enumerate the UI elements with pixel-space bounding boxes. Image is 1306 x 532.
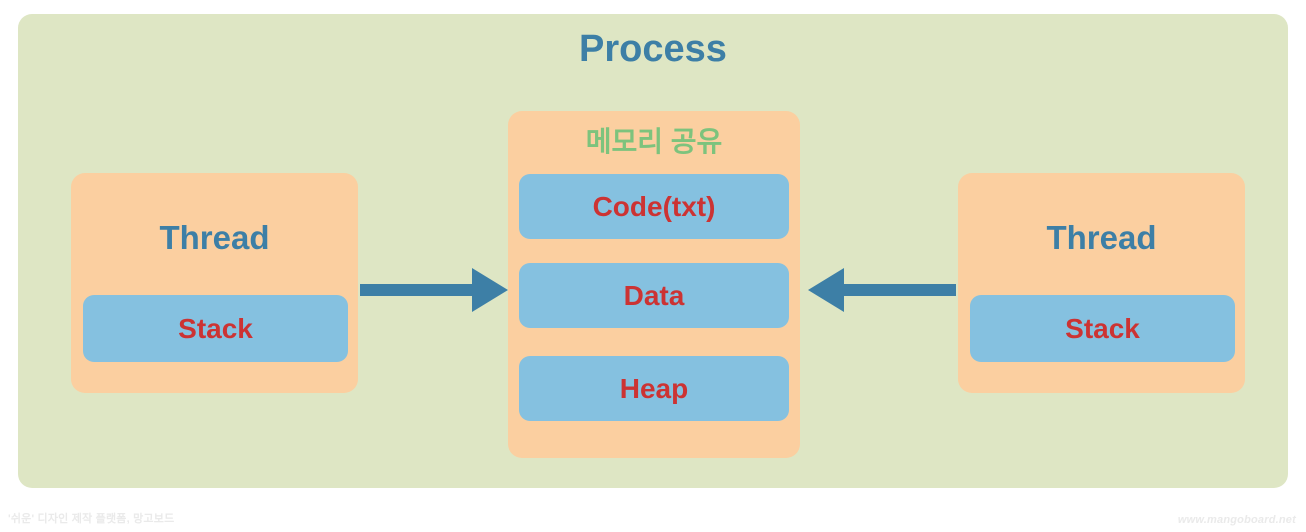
footer-watermark-left: '쉬운' 디자인 제작 플랫폼, 망고보드 — [8, 513, 175, 525]
footer-watermark-right: www.mangoboard.net — [1177, 514, 1296, 526]
arrow-right-icon — [360, 268, 508, 312]
memory-segment-heap: Heap — [519, 356, 789, 421]
thread-box-right: Thread Stack — [958, 173, 1245, 393]
shared-memory-box: 메모리 공유 Code(txt) Data Heap — [508, 111, 800, 458]
thread-box-left: Thread Stack — [71, 173, 358, 393]
thread-label-left: Thread — [159, 219, 270, 256]
memory-segment-data: Data — [519, 263, 789, 328]
stack-box-right: Stack — [970, 295, 1235, 362]
shared-memory-label: 메모리 공유 — [585, 126, 723, 157]
arrow-left-icon — [808, 268, 956, 312]
memory-segment-code: Code(txt) — [519, 174, 789, 239]
stack-box-left: Stack — [83, 295, 348, 362]
page-title: Process — [579, 28, 727, 70]
thread-label-right: Thread — [1046, 219, 1157, 256]
